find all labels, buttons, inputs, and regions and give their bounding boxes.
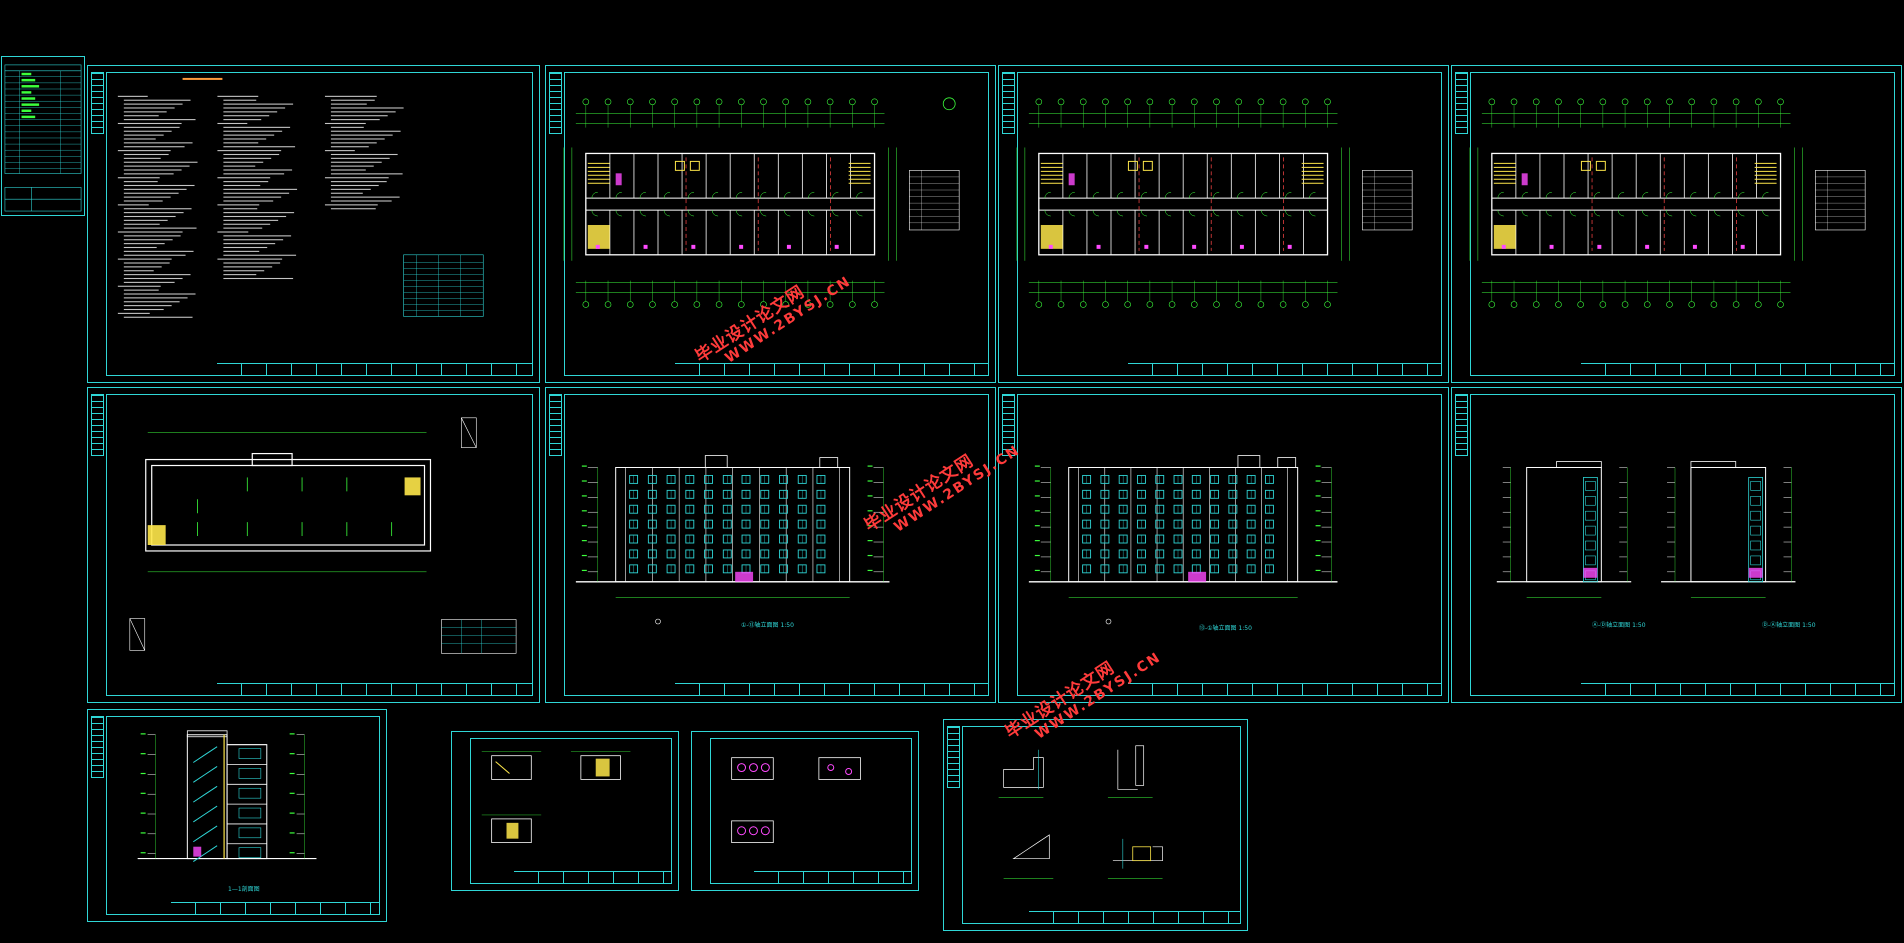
drawing-list-table: [4, 64, 82, 212]
binding-strip: [549, 394, 562, 456]
node-detail-drawing: [998, 745, 1163, 879]
binding-strip: [1455, 394, 1468, 456]
floor-plan-drawing: [563, 97, 960, 308]
sheet-toilet-details-a[interactable]: [451, 731, 679, 891]
sheet-ground-floor-plan[interactable]: [545, 65, 996, 383]
sheet-roof-plan[interactable]: [87, 387, 540, 703]
elevation-caption: ①-⑬轴立面图 1:50: [741, 622, 794, 629]
sheet-toilet-details-b[interactable]: [691, 731, 919, 891]
sheet-top-floor-plan[interactable]: [1451, 65, 1902, 383]
elevation-caption: ⑬-①轴立面图 1:50: [1199, 625, 1252, 632]
sheet-typical-floor-plan[interactable]: [998, 65, 1449, 383]
elevation-drawing: [1028, 455, 1338, 625]
binding-strip: [91, 72, 104, 134]
binding-strip: [1002, 394, 1015, 456]
title-block: [217, 363, 533, 376]
sheet-section-1-1[interactable]: 1—1剖面图: [87, 709, 387, 922]
side-elevation-drawing: [1496, 461, 1796, 598]
binding-strip: [1002, 72, 1015, 134]
section-drawing: [137, 730, 317, 862]
title-block: [1580, 683, 1895, 696]
design-notes-text: [117, 77, 484, 318]
floor-plan-drawing: [1469, 98, 1866, 308]
title-block: [171, 902, 380, 915]
detail-drawing: [481, 751, 631, 843]
elevation-caption: Ⓐ-Ⓓ轴立面图 1:50: [1592, 622, 1646, 629]
binding-strip: [1455, 72, 1468, 134]
binding-strip: [91, 716, 104, 778]
title-block: [674, 363, 989, 376]
title-block: [674, 683, 989, 696]
sheet-side-elevations[interactable]: Ⓐ-Ⓓ轴立面图 1:50 Ⓓ-Ⓐ轴立面图 1:50: [1451, 387, 1902, 703]
sheet-design-notes[interactable]: [87, 65, 540, 383]
binding-strip: [549, 72, 562, 134]
sheet-node-details[interactable]: [943, 719, 1248, 931]
title-block: [1127, 683, 1442, 696]
sheet-front-elevation[interactable]: ①-⑬轴立面图 1:50: [545, 387, 996, 703]
floor-plan-drawing: [1016, 98, 1413, 308]
binding-strip: [91, 394, 104, 456]
binding-strip: [947, 726, 960, 788]
title-block: [753, 871, 912, 884]
section-caption: 1—1剖面图: [228, 886, 260, 893]
title-block: [1028, 911, 1241, 924]
title-block: [513, 871, 672, 884]
detail-drawing: [731, 757, 861, 843]
title-block: [217, 683, 533, 696]
title-block: [1580, 363, 1895, 376]
sheet-drawing-list[interactable]: [1, 56, 85, 216]
title-block: [1127, 363, 1442, 376]
roof-plan-drawing: [129, 417, 517, 654]
elevation-caption: Ⓓ-Ⓐ轴立面图 1:50: [1762, 622, 1816, 629]
sheet-rear-elevation[interactable]: ⑬-①轴立面图 1:50: [998, 387, 1449, 703]
elevation-drawing: [575, 455, 890, 625]
